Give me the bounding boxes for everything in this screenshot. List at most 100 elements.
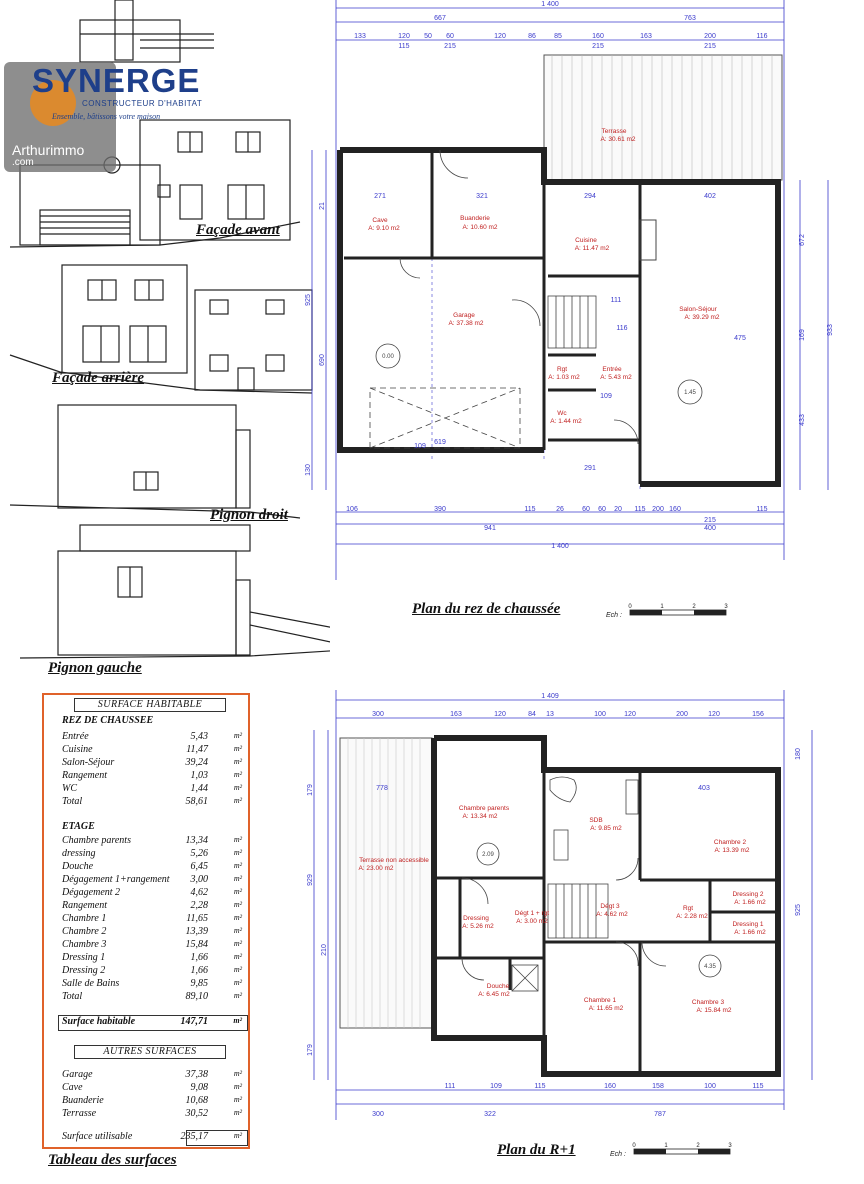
dim-label: 100 (704, 1083, 716, 1090)
row-label: Garage (62, 1069, 93, 1080)
terrasse-non-accessible (339, 737, 433, 1029)
row-value: 30,52 (185, 1108, 209, 1119)
dim-label: 120 (624, 711, 636, 718)
dim-label: 133 (354, 33, 366, 40)
dim-label: 210 (321, 944, 328, 956)
dim-label: 116 (756, 33, 767, 40)
dim-label: 100 (594, 711, 606, 718)
row-label: Cuisine (62, 744, 93, 755)
row-unit: m² (233, 1095, 242, 1104)
dim-label: 163 (450, 711, 462, 718)
dim-label: 619 (434, 439, 446, 446)
etage-section-title: ETAGE (62, 821, 95, 832)
habitable-total-box (58, 1015, 248, 1031)
dim-label: 115 (752, 1083, 763, 1090)
row-unit: m² (233, 952, 242, 961)
row-value: 5,43 (190, 731, 209, 742)
row-value: 1,44 (190, 783, 209, 794)
table-caption: Tableau des surfaces (48, 1152, 177, 1168)
dim-label: 111 (445, 1083, 456, 1090)
scale-tick: 2 (692, 604, 696, 610)
room-garage-area: A: 37.38 m2 (448, 320, 483, 327)
dim-label: 403 (698, 785, 710, 792)
pignon-gauche-drawing (19, 524, 330, 659)
room-entree-area: A: 5.43 m2 (600, 374, 632, 381)
facade-avant-drawing (9, 0, 301, 248)
dim-label: 160 (604, 1083, 616, 1090)
rdc-section-title: REZ DE CHAUSSEE (62, 715, 154, 726)
room-wc-name: Wc (557, 410, 567, 417)
upper-floor-plan: 1 409 300 163 120 84 13 100 120 200 120 … (307, 690, 813, 1158)
dim-label: 60 (582, 506, 590, 513)
room-douche-area: A: 6.45 m2 (478, 991, 510, 998)
dim-label: 130 (305, 464, 312, 476)
room-dressing-name: Dressing (463, 915, 489, 922)
dim-label: 120 (708, 711, 720, 718)
dim-label: 115 (398, 43, 409, 50)
dim-label: 778 (376, 785, 388, 792)
row-label: Chambre 3 (62, 939, 107, 950)
pignon-droit-label: Pignon droit (210, 507, 288, 523)
watermark-suffix: .com (12, 157, 34, 168)
dim-label: 109 (490, 1083, 502, 1090)
dim-label: 50 (424, 33, 432, 40)
row-value: 13,34 (185, 835, 209, 846)
row-unit: m² (233, 770, 242, 779)
level-salon: 1.45 (684, 390, 696, 396)
row-unit: m² (233, 744, 242, 753)
terrasse-area (543, 54, 783, 181)
surface-table-heading: SURFACE HABITABLE (74, 698, 226, 712)
row-value: 11,47 (186, 744, 208, 755)
row-unit: m² (233, 1069, 242, 1078)
dim-label: 787 (654, 1111, 666, 1118)
row-value: 89,10 (185, 991, 209, 1002)
room-garage-name: Garage (453, 312, 475, 319)
dim-label: 200 (652, 506, 664, 513)
dim-label: 179 (307, 784, 314, 796)
dim-label: 115 (756, 506, 767, 513)
row-value: 3,00 (190, 874, 209, 885)
room-sdb-area: A: 9.85 m2 (590, 825, 622, 832)
dim-label: 116 (616, 325, 627, 332)
dim-label: 60 (446, 33, 454, 40)
room-dressing-area: A: 5.26 m2 (462, 923, 494, 930)
room-terrasse-na-name: Terrasse non accessible (359, 857, 429, 864)
room-chambre2-name: Chambre 2 (714, 839, 747, 846)
habitable-value: 147,71 (180, 1016, 209, 1027)
row-label: Salle de Bains (62, 978, 120, 989)
dim-label: 180 (795, 748, 802, 760)
row-unit: m² (233, 965, 242, 974)
facade-arriere-drawing (9, 264, 313, 394)
row-label: Buanderie (62, 1095, 104, 1106)
level-r1-a: 2.09 (482, 852, 494, 858)
dim-label: 115 (634, 506, 645, 513)
stairs (547, 295, 597, 349)
row-unit: m² (233, 887, 242, 896)
room-chambre1-name: Chambre 1 (584, 997, 617, 1004)
dim-label: 433 (799, 414, 806, 426)
row-label: Terrasse (62, 1108, 97, 1119)
dim-label: 120 (494, 711, 506, 718)
dim-label: 120 (398, 33, 410, 40)
elevations-drawing (9, 0, 330, 659)
row-value: 1,66 (190, 965, 209, 976)
row-unit: m² (233, 913, 242, 922)
rdc-title: Plan du rez de chaussée (412, 601, 561, 617)
dim-763: 763 (684, 15, 696, 22)
dim-label: 925 (305, 294, 312, 306)
dim-label: 160 (592, 33, 604, 40)
pignon-droit-drawing (9, 404, 301, 519)
room-chambre-parents-name: Chambre parents (459, 805, 510, 812)
dim-label: 13 (546, 711, 554, 718)
dim-label: 929 (307, 874, 314, 886)
room-terrasse-na-area: A: 23.00 m2 (358, 865, 393, 872)
